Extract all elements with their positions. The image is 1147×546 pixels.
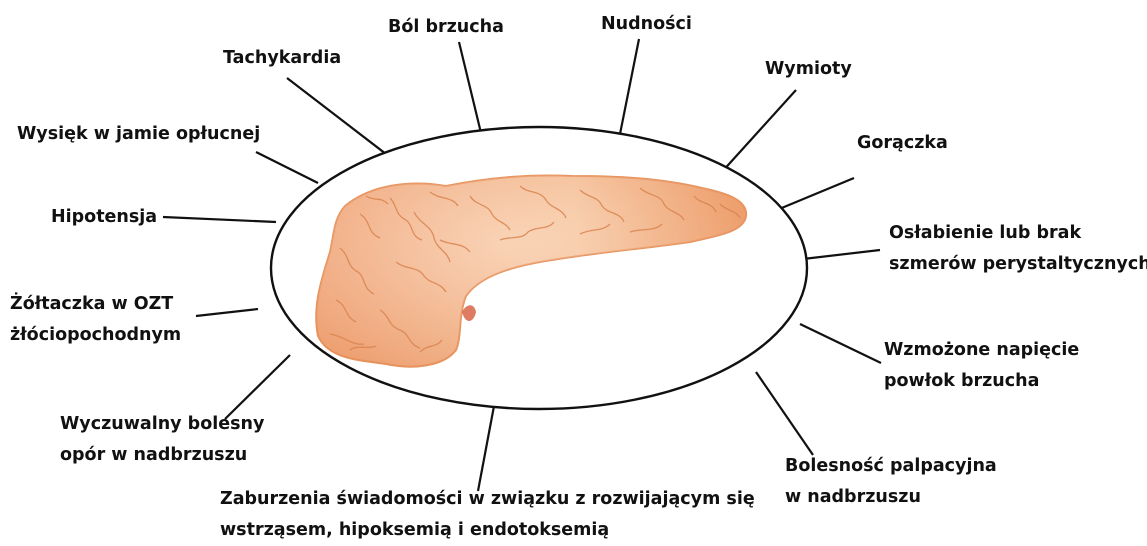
connector-wymioty [720, 90, 796, 174]
label-zaburzenia-line1: Zaburzenia świadomości w związku z rozwi… [220, 484, 755, 515]
label-goraczka-text: Gorączka [857, 128, 948, 159]
label-wyczuwalny-line1: Wyczuwalny bolesny [60, 409, 264, 440]
label-oslabienie-line2: szmerów perystaltycznych [889, 249, 1147, 280]
label-zoltaczka-line1: Żółtaczka w OZT [10, 289, 181, 320]
connector-nudnosci [619, 39, 639, 139]
label-bolesnosc-line2: w nadbrzuszu [785, 482, 997, 513]
label-wyczuwalny-line2: opór w nadbrzuszu [60, 440, 264, 471]
label-hipotensja-text: Hipotensja [51, 202, 157, 233]
connector-bolesnosc [756, 372, 813, 455]
label-zoltaczka-line2: żłóciopochodnym [10, 320, 181, 351]
label-nudnosci-text: Nudności [601, 9, 692, 40]
label-bol-brzucha: Ból brzucha [388, 12, 504, 43]
label-bolesnosc-line1: Bolesność palpacyjna [785, 451, 997, 482]
connector-goraczka [772, 178, 854, 212]
connector-zoltaczka [196, 309, 258, 316]
label-zoltaczka: Żółtaczka w OZT żłóciopochodnym [10, 289, 181, 351]
label-bol-brzucha-text: Ból brzucha [388, 12, 504, 43]
label-hipotensja: Hipotensja [51, 202, 157, 233]
label-zaburzenia: Zaburzenia świadomości w związku z rozwi… [220, 484, 755, 546]
label-oslabienie: Osłabienie lub brak szmerów perystaltycz… [889, 218, 1147, 280]
label-tachykardia: Tachykardia [223, 43, 341, 74]
label-tachykardia-text: Tachykardia [223, 43, 341, 74]
label-wymioty: Wymioty [765, 54, 852, 85]
connector-oslabienie [803, 250, 880, 259]
label-goraczka: Gorączka [857, 128, 948, 159]
label-wzmozone: Wzmożone napięcie powłok brzucha [884, 335, 1079, 397]
connector-tachykardia [287, 78, 386, 154]
label-wzmozone-line2: powłok brzucha [884, 366, 1079, 397]
label-bolesnosc: Bolesność palpacyjna w nadbrzuszu [785, 451, 997, 513]
label-oslabienie-line1: Osłabienie lub brak [889, 218, 1147, 249]
label-wysiek: Wysięk w jamie opłucnej [17, 119, 260, 150]
connector-zaburzenia [478, 406, 494, 491]
label-wyczuwalny: Wyczuwalny bolesny opór w nadbrzuszu [60, 409, 264, 471]
connector-hipotensja [163, 217, 276, 222]
label-wymioty-text: Wymioty [765, 54, 852, 85]
label-wzmozone-line1: Wzmożone napięcie [884, 335, 1079, 366]
connector-wzmozone [800, 324, 881, 363]
label-nudnosci: Nudności [601, 9, 692, 40]
connector-bol-brzucha [459, 42, 481, 133]
label-wysiek-text: Wysięk w jamie opłucnej [17, 119, 260, 150]
label-zaburzenia-line2: wstrząsem, hipoksemią i endotoksemią [220, 515, 755, 546]
connector-wysiek [256, 152, 318, 183]
